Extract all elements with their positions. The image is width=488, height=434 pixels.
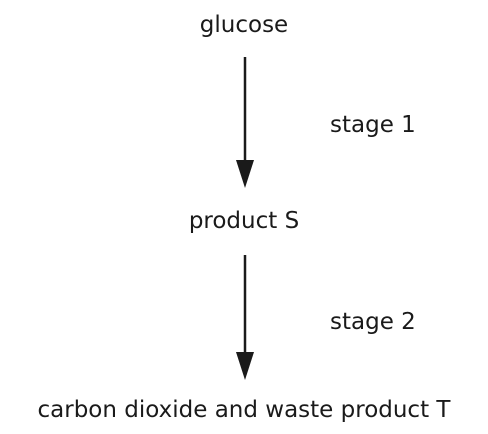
stage-1-label: stage 1 [330, 112, 416, 138]
arrow-stage-2 [236, 255, 254, 380]
node-glucose: glucose [199, 12, 289, 38]
stage-2-label: stage 2 [330, 309, 416, 335]
arrow-stage-2-head [236, 352, 254, 380]
node-end-products: carbon dioxide and waste product T [37, 397, 451, 423]
arrow-stage-1 [236, 57, 254, 188]
node-product-s: product S [188, 208, 300, 234]
arrow-stage-1-head [236, 160, 254, 188]
